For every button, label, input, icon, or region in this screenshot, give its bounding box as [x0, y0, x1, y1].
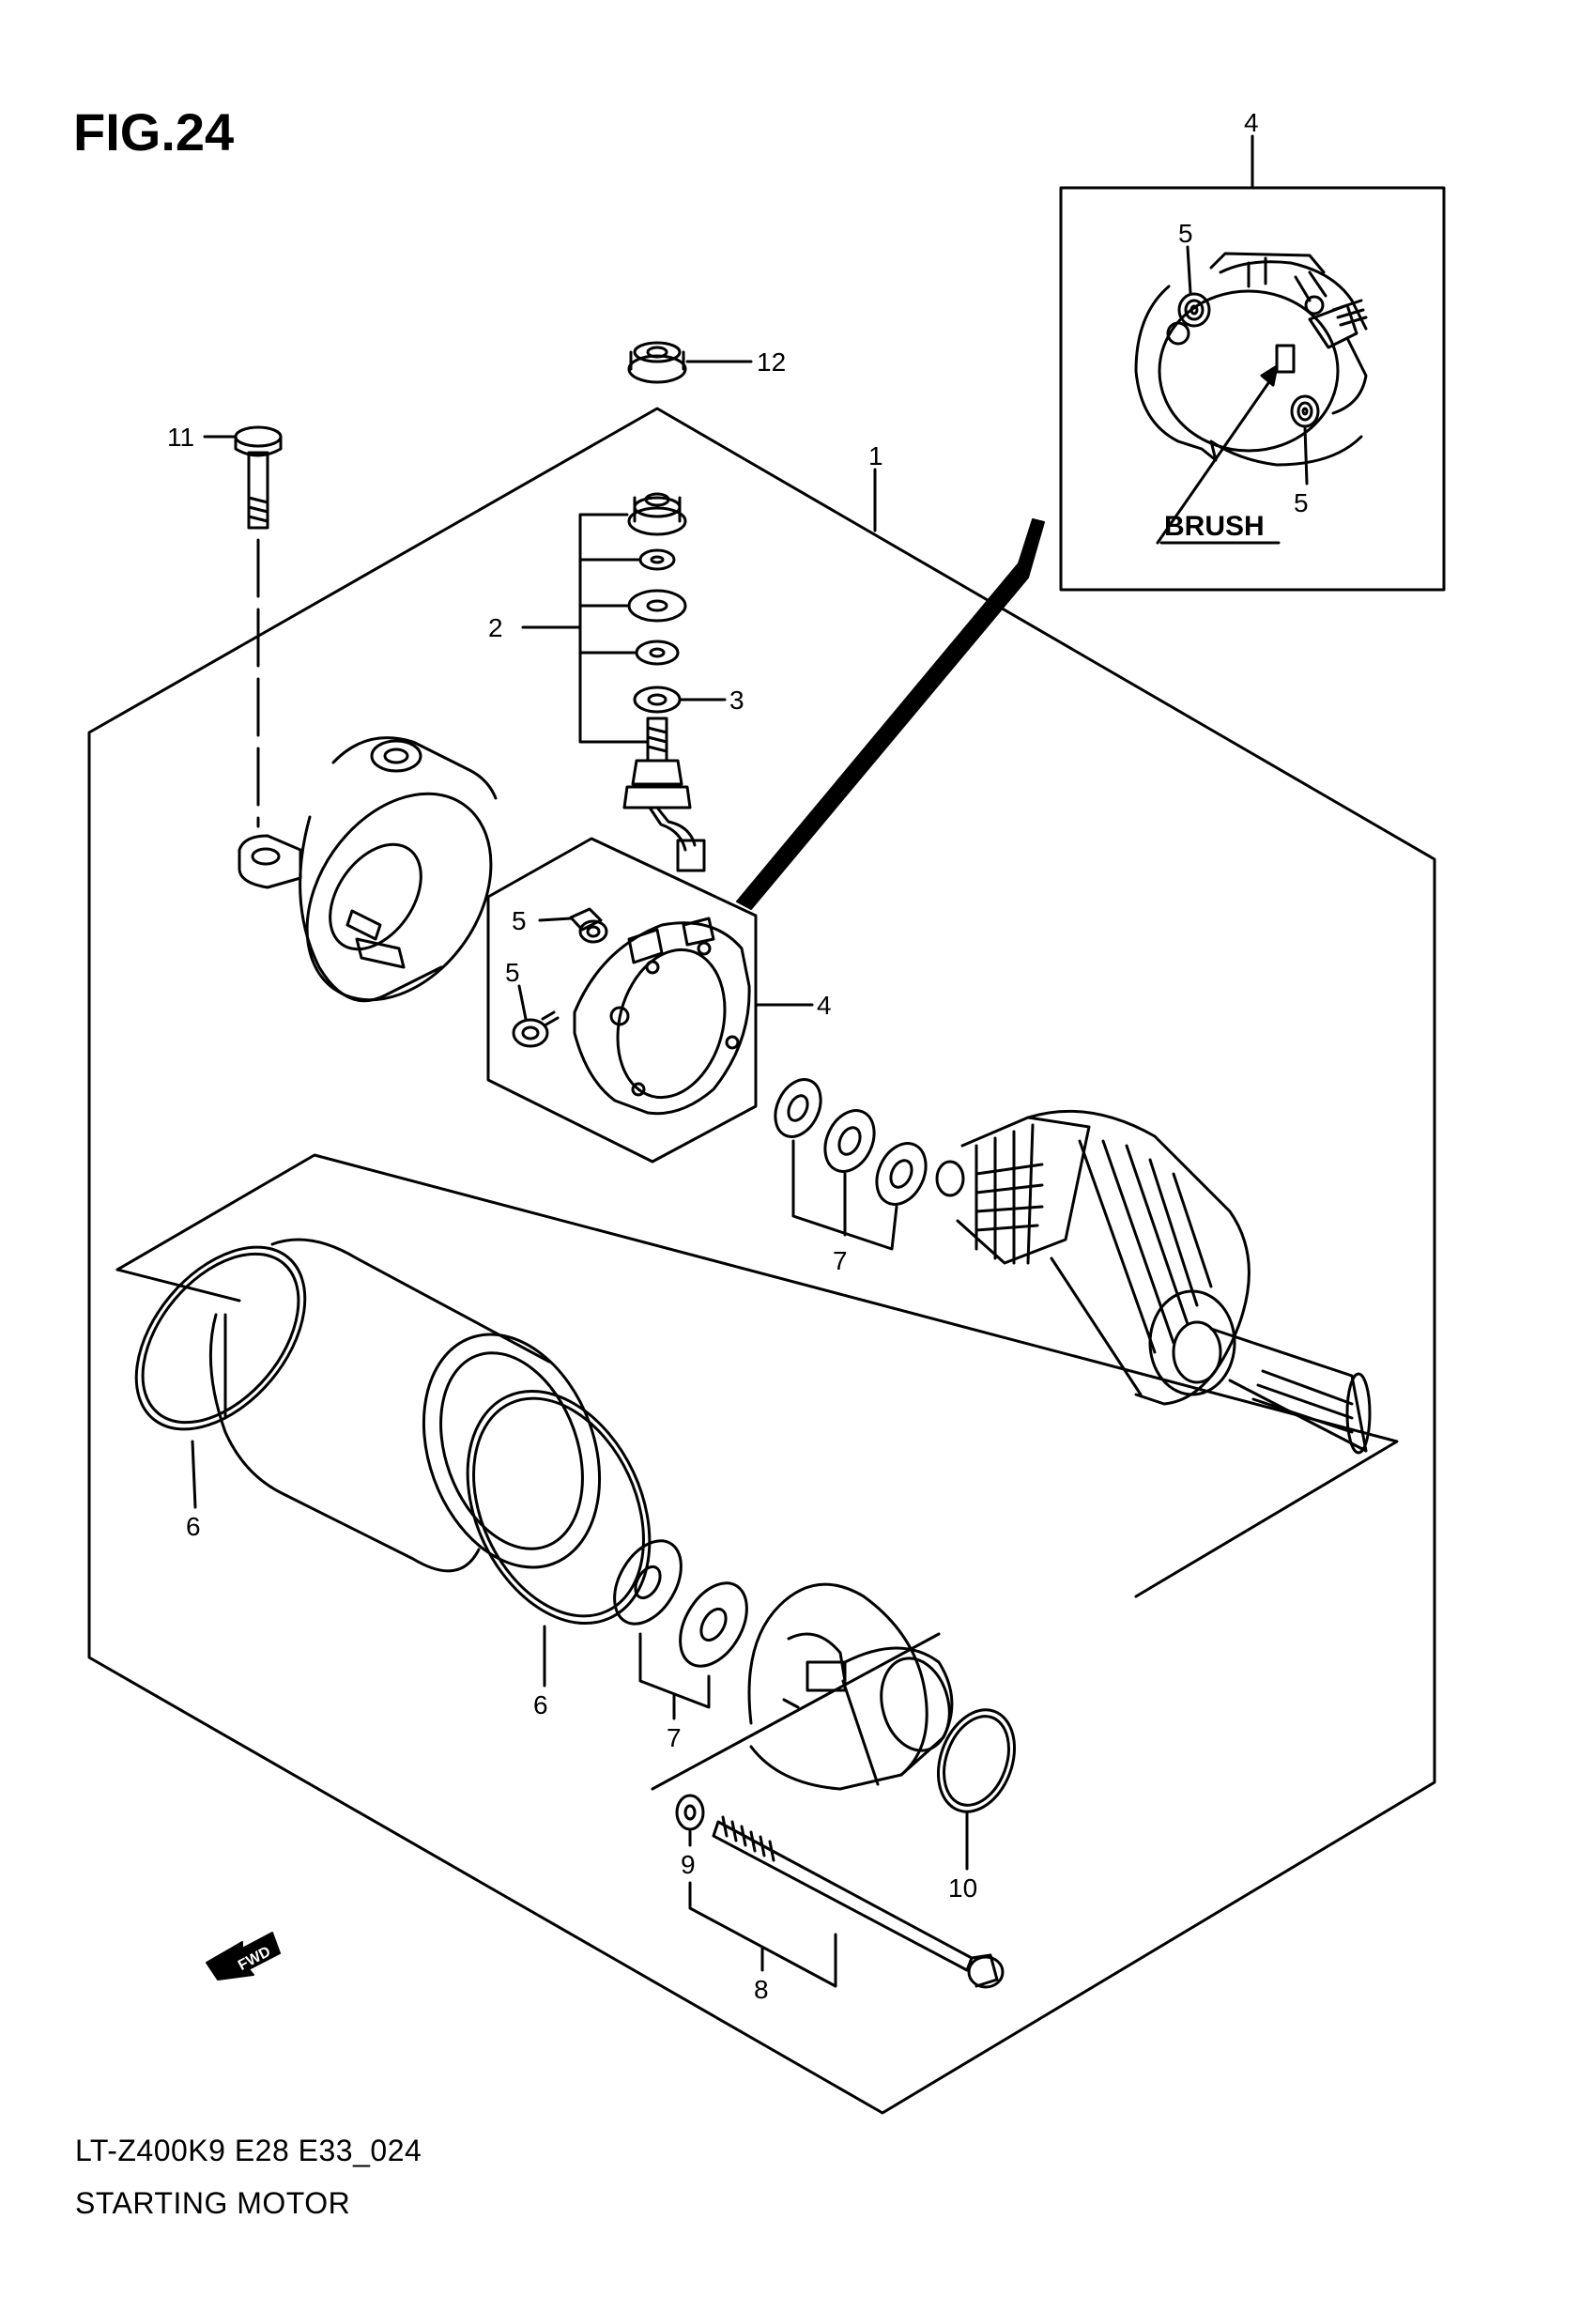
brush-pointer-line	[1156, 369, 1279, 545]
part-3-washer[interactable]	[633, 686, 682, 714]
part-7-washers-lower[interactable]	[601, 1529, 760, 1677]
callout-bracket-8	[688, 1881, 837, 1988]
callout-label-5-main-bottom[interactable]: 5	[505, 958, 520, 987]
terminal-bolt-with-lead[interactable]	[622, 717, 706, 872]
part-11-bolt[interactable]	[234, 425, 283, 530]
part-5-brush-upper[interactable]	[569, 907, 608, 944]
callout-label-3[interactable]: 3	[729, 686, 744, 715]
armature[interactable]	[935, 1109, 1372, 1455]
lower-subgroup-outline	[651, 1632, 941, 1791]
callout-label-4-inset[interactable]: 4	[1244, 108, 1259, 137]
part-6-o-ring-left[interactable]	[102, 1215, 338, 1461]
part-8-through-bolt[interactable]	[712, 1815, 1005, 1989]
callout-label-7-upper[interactable]: 7	[833, 1246, 848, 1275]
part-2-terminal-stack[interactable]	[627, 492, 687, 666]
callout-label-6-left[interactable]: 6	[186, 1512, 201, 1541]
diagram-title: STARTING MOTOR	[75, 2186, 351, 2220]
part-5-brush-lower[interactable]	[512, 1010, 560, 1048]
callout-label-7-lower[interactable]: 7	[667, 1723, 682, 1752]
diagram-code: LT-Z400K9 E28 E33_024	[75, 2134, 422, 2167]
part-5-inset-bottom-brush[interactable]	[1290, 394, 1320, 428]
assembly-outline-hexagon	[87, 407, 1436, 2115]
callout-leader-5-inset-top	[1186, 245, 1192, 295]
part-10-o-ring[interactable]	[925, 1699, 1028, 1822]
brush-pointer-arrowhead	[1260, 364, 1279, 387]
callout-label-10[interactable]: 10	[948, 1873, 977, 1903]
callout-bracket-7-upper	[791, 1139, 898, 1251]
part-5-inset-top-brush[interactable]	[1177, 292, 1211, 328]
inset-pointer-arrow[interactable]	[736, 518, 1045, 910]
rear-end-cover[interactable]	[238, 736, 529, 1035]
part-12-flange-nut[interactable]	[627, 341, 687, 384]
front-end-cover[interactable]	[747, 1582, 959, 1791]
callout-label-11[interactable]: 11	[167, 423, 194, 452]
part-9-washer[interactable]	[675, 1794, 705, 1831]
part-6-o-ring-bottom[interactable]	[432, 1362, 684, 1653]
fwd-direction-arrow	[206, 1932, 281, 1981]
figure-label: FIG.24	[73, 102, 235, 162]
yoke-housing[interactable]	[208, 1238, 630, 1592]
callout-leader-5-inset-bottom	[1303, 425, 1309, 486]
inset-brush-holder[interactable]	[1134, 252, 1368, 467]
callout-leader-6-left	[191, 1440, 197, 1509]
inset-brush-label: BRUSH	[1164, 511, 1265, 542]
callout-label-6-bottom[interactable]: 6	[533, 1690, 548, 1719]
part-7-washers-upper[interactable]	[767, 1072, 936, 1212]
callout-label-5-inset-top[interactable]: 5	[1178, 219, 1193, 248]
callout-label-1[interactable]: 1	[868, 441, 883, 470]
callout-label-9[interactable]: 9	[681, 1850, 696, 1879]
callout-label-2[interactable]: 2	[488, 613, 503, 642]
callout-label-12[interactable]: 12	[757, 347, 786, 377]
callout-label-8[interactable]: 8	[754, 1975, 769, 2004]
callout-bracket-2	[578, 513, 650, 744]
callout-label-5-inset-bottom[interactable]: 5	[1294, 488, 1309, 517]
callout-label-4-main[interactable]: 4	[817, 991, 832, 1020]
callout-leader-5-main-bottom	[517, 984, 528, 1021]
callout-label-5-main-top[interactable]: 5	[512, 906, 527, 935]
callout-leader-5-main-top	[538, 917, 573, 922]
subgroup-outline	[115, 1153, 1399, 1598]
part-4-brush-plate[interactable]	[573, 917, 751, 1116]
brush-plate-hexagon	[486, 837, 758, 1164]
